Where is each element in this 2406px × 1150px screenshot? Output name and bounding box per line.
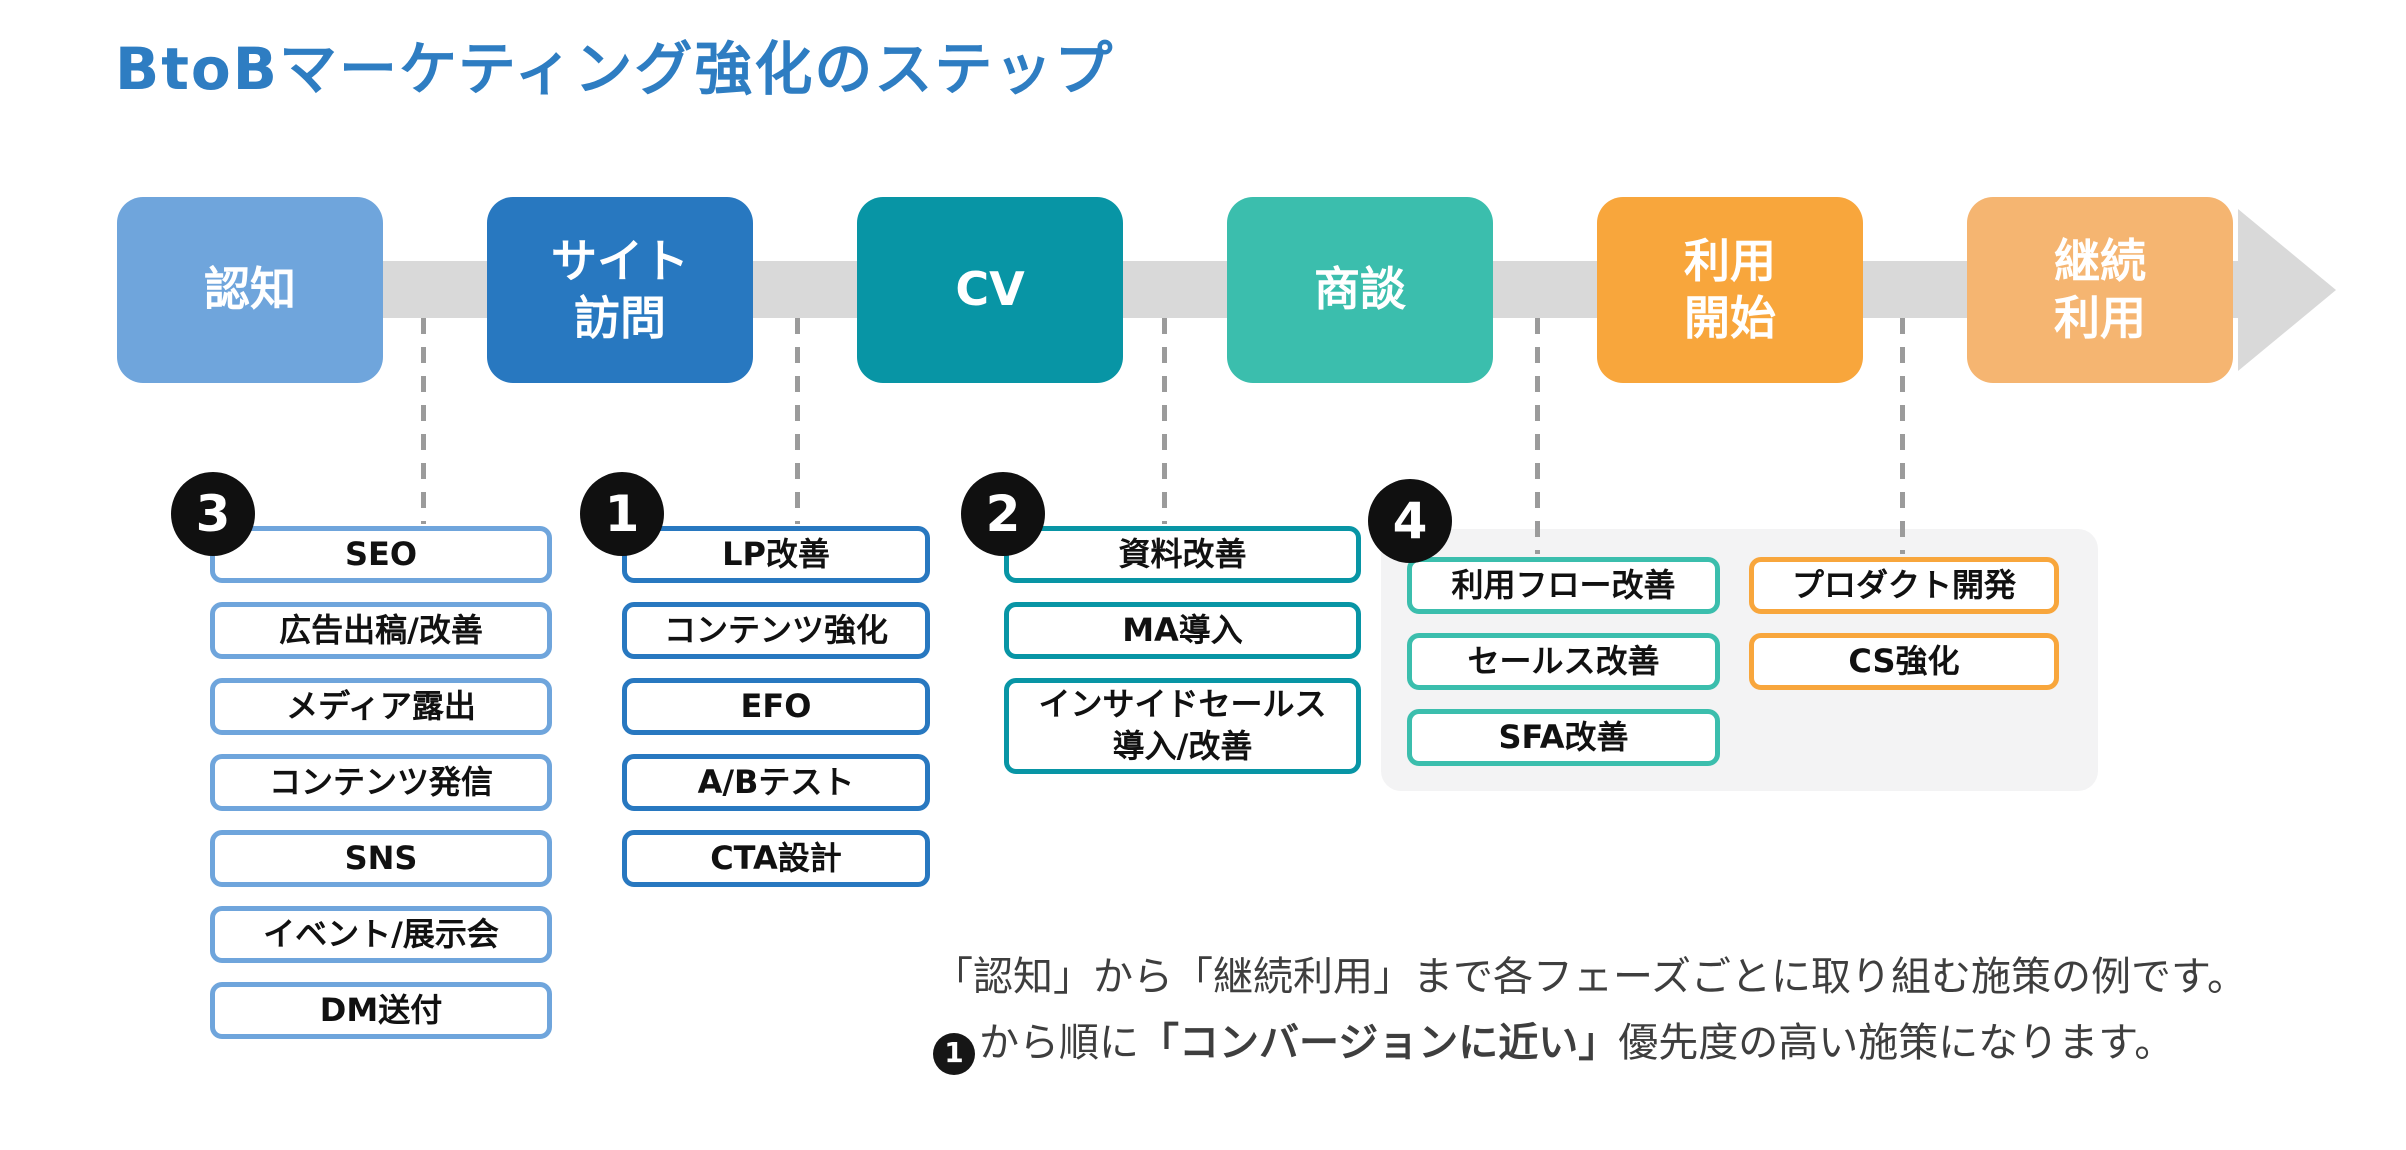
- phase-box-site-visit: サイト 訪問: [487, 197, 753, 383]
- tactic-column-site-visit: LP改善 コンテンツ強化 EFO A/Bテスト CTA設計: [622, 526, 930, 906]
- phase-box-continued-usage: 継続 利用: [1967, 197, 2233, 383]
- tactic-item: 資料改善: [1004, 526, 1361, 583]
- caption-line-2-post: 優先度の高い施策になります。: [1618, 1020, 2175, 1067]
- caption-line-2-pre: から順に: [979, 1020, 1139, 1067]
- caption-line-2-bold: 「コンバージョンに近い」: [1139, 1020, 1619, 1067]
- tactic-item: DM送付: [210, 982, 552, 1039]
- tactic-item: A/Bテスト: [622, 754, 930, 811]
- tactic-item: インサイドセールス 導入/改善: [1004, 678, 1361, 774]
- caption-line-1-text: 「認知」から「継続利用」まで各フェーズごとに取り組む施策の例です。: [933, 954, 2247, 1000]
- connector-dashed-line-awareness: [421, 318, 426, 524]
- priority-badge-1: 1: [580, 472, 664, 556]
- tactic-column-group4-left: 利用フロー改善 セールス改善 SFA改善: [1407, 557, 1720, 785]
- tactic-item: SEO: [210, 526, 552, 583]
- priority-badge-3: 3: [171, 472, 255, 556]
- phase-box-cv: CV: [857, 197, 1123, 383]
- tactic-item: コンテンツ強化: [622, 602, 930, 659]
- tactic-item: MA導入: [1004, 602, 1361, 659]
- tactic-item: CS強化: [1749, 633, 2059, 690]
- tactic-column-awareness: SEO 広告出稿/改善 メディア露出 コンテンツ発信 SNS イベント/展示会 …: [210, 526, 552, 1058]
- connector-dashed-line-usage-start: [1900, 318, 1905, 554]
- tactic-item: SNS: [210, 830, 552, 887]
- priority-badge-2: 2: [961, 472, 1045, 556]
- tactic-item: 広告出稿/改善: [210, 602, 552, 659]
- connector-dashed-line-negotiation: [1535, 318, 1540, 554]
- phase-box-usage-start: 利用 開始: [1597, 197, 1863, 383]
- tactic-item: セールス改善: [1407, 633, 1720, 690]
- phase-box-negotiation: 商談: [1227, 197, 1493, 383]
- tactic-item: 利用フロー改善: [1407, 557, 1720, 614]
- connector-dashed-line-cv: [1162, 318, 1167, 524]
- priority-badge-4: 4: [1368, 479, 1452, 563]
- tactic-item: プロダクト開発: [1749, 557, 2059, 614]
- tactic-item: コンテンツ発信: [210, 754, 552, 811]
- tactic-item: メディア露出: [210, 678, 552, 735]
- funnel-arrow-shaft: [140, 261, 2240, 318]
- tactic-item: LP改善: [622, 526, 930, 583]
- tactic-column-cv: 資料改善 MA導入 インサイドセールス 導入/改善: [1004, 526, 1361, 793]
- tactic-column-group4-right: プロダクト開発 CS強化: [1749, 557, 2059, 709]
- tactic-item: イベント/展示会: [210, 906, 552, 963]
- tactic-item: SFA改善: [1407, 709, 1720, 766]
- funnel-arrow-head-icon: [2238, 209, 2336, 371]
- connector-dashed-line-site-visit: [795, 318, 800, 524]
- tactic-item: EFO: [622, 678, 930, 735]
- circled-one-icon: 1: [933, 1032, 975, 1075]
- tactic-item: CTA設計: [622, 830, 930, 887]
- page-title: BtoBマーケティング強化のステップ: [115, 35, 1115, 103]
- phase-box-awareness: 認知: [117, 197, 383, 383]
- caption-line-1: 「認知」から「継続利用」まで各フェーズごとに取り組む施策の例です。: [933, 944, 2353, 1010]
